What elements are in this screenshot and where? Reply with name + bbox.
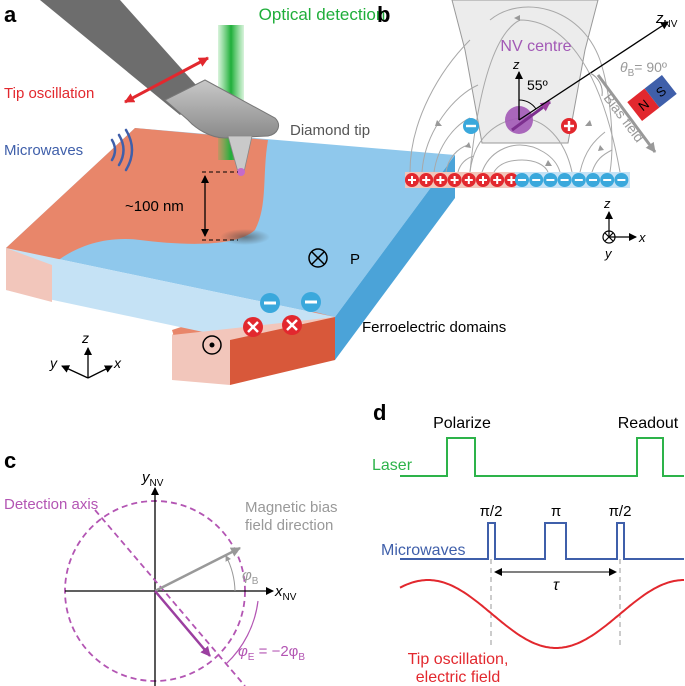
microwaves-label: Microwaves [4,142,83,159]
tip-positive-charge [561,118,577,134]
theta-arc [589,72,603,97]
nv-spin-arrow [511,100,551,132]
detection-axis-label: Detection axis [4,496,98,513]
z-nv-label: zNV [655,10,678,30]
microwaves-label-d: Microwaves [381,542,465,559]
laser-label: Laser [372,457,413,474]
angle-arc-b [518,99,537,110]
panel-c: c yNV xNV Detection axis Magnetic bias f… [4,448,338,686]
z-axis-label-b: z [512,57,520,72]
x-nv-label: xNV [274,583,297,603]
bias-direction-label-1: Magnetic bias [245,499,338,516]
surface-negative-charge [543,173,558,187]
positive-charge-2 [282,315,302,335]
panel-label-b: b [377,2,390,27]
polarization-out-icon [202,335,222,355]
panel-b: b NV centre [377,0,678,261]
theta-label: θB= 90º [620,59,667,79]
nv-in-tip [237,168,245,176]
surface-negative-charge [515,173,529,187]
surface-negative-charge [600,173,615,187]
panel-label-a: a [4,2,17,27]
panel-d: d Polarize Readout Laser Microwaves π/2 … [372,400,684,686]
axis-label-x-a: x [113,355,122,371]
surface-positive-charge [504,173,519,187]
polarization-label: P [350,251,360,268]
polarize-label: Polarize [433,415,491,432]
height-label: ~100 nm [125,198,184,215]
slab-front-dark-red [230,317,335,385]
panel-label-d: d [373,400,386,425]
surface-negative-charge [571,173,586,187]
bias-direction-arrow [154,546,241,593]
surface-negative-charge [586,173,600,187]
pulse-label-1: π/2 [480,503,503,520]
positive-charge-1 [243,317,263,337]
axes-a [61,347,113,379]
surface-positive-charge [490,173,505,187]
surface-positive-charge [433,173,448,187]
panel-label-c: c [4,448,16,473]
surface-negative-charge [557,173,572,187]
field-arrowheads [435,15,604,166]
tau-label: τ [553,577,560,594]
pulse-label-2: π [551,503,561,520]
surface-positive-charge [419,173,434,187]
phi-b-arc [225,555,236,592]
phi-e-label: φE = −2φB [238,643,305,663]
axis-label-z-b: z [603,196,611,211]
detection-axis-line [94,509,246,686]
tip-shadow [220,229,270,245]
optical-detection-label: Optical detection [259,5,386,24]
surface-positive-charge [476,173,490,187]
bias-direction-label-2: field direction [245,517,333,534]
y-nv-label: yNV [141,469,164,489]
axis-label-z-a: z [81,330,89,346]
slab-front-red-left [6,248,52,302]
surface-positive-charges [405,173,519,187]
surface-negative-charge [529,173,544,187]
tip-oscillation-label: Tip oscillation [4,85,94,102]
readout-label: Readout [618,415,679,432]
height-bracket [201,171,238,241]
panel-a: a Optical detection Diamond tip Tip osci… [4,0,506,385]
axis-label-x-b: x [638,230,646,245]
angle-label-b: 55º [527,77,548,93]
magnet-icon: N S [627,74,677,122]
phi-e-arc [225,600,259,665]
z-nv-axis [518,21,669,121]
tip-field-label-1: Tip oscillation, [408,651,509,668]
axis-label-y-b: y [604,246,613,261]
surface-positive-charge [405,173,419,187]
tip-negative-charge [463,118,479,134]
surface-negative-charges [515,173,629,187]
tip-oscillation-wave [399,579,684,649]
phi-b-label: φB [242,567,259,587]
surface-positive-charge [447,173,462,187]
electric-field-arrow [154,590,211,657]
diamond-tip-label: Diamond tip [290,122,370,139]
negative-charge-1 [260,293,280,313]
negative-charge-2 [301,292,321,312]
pulse-label-3: π/2 [609,503,632,520]
microwave-waves-icon [110,128,134,172]
surface-negative-charge [614,173,629,187]
surface-positive-charge [461,173,476,187]
laser-trace [400,437,684,477]
ferroelectric-label: Ferroelectric domains [362,319,506,336]
slab-right [335,155,455,360]
tip-oscillation-arrow [124,56,209,104]
axes-b [602,211,637,244]
tip-field-label-2: electric field [416,669,500,686]
microwave-trace [400,522,684,560]
axis-label-y-a: y [49,355,58,371]
nv-centre-label: NV centre [500,38,571,55]
polarization-into-icon [308,248,328,268]
bias-field-arrow [596,74,657,153]
